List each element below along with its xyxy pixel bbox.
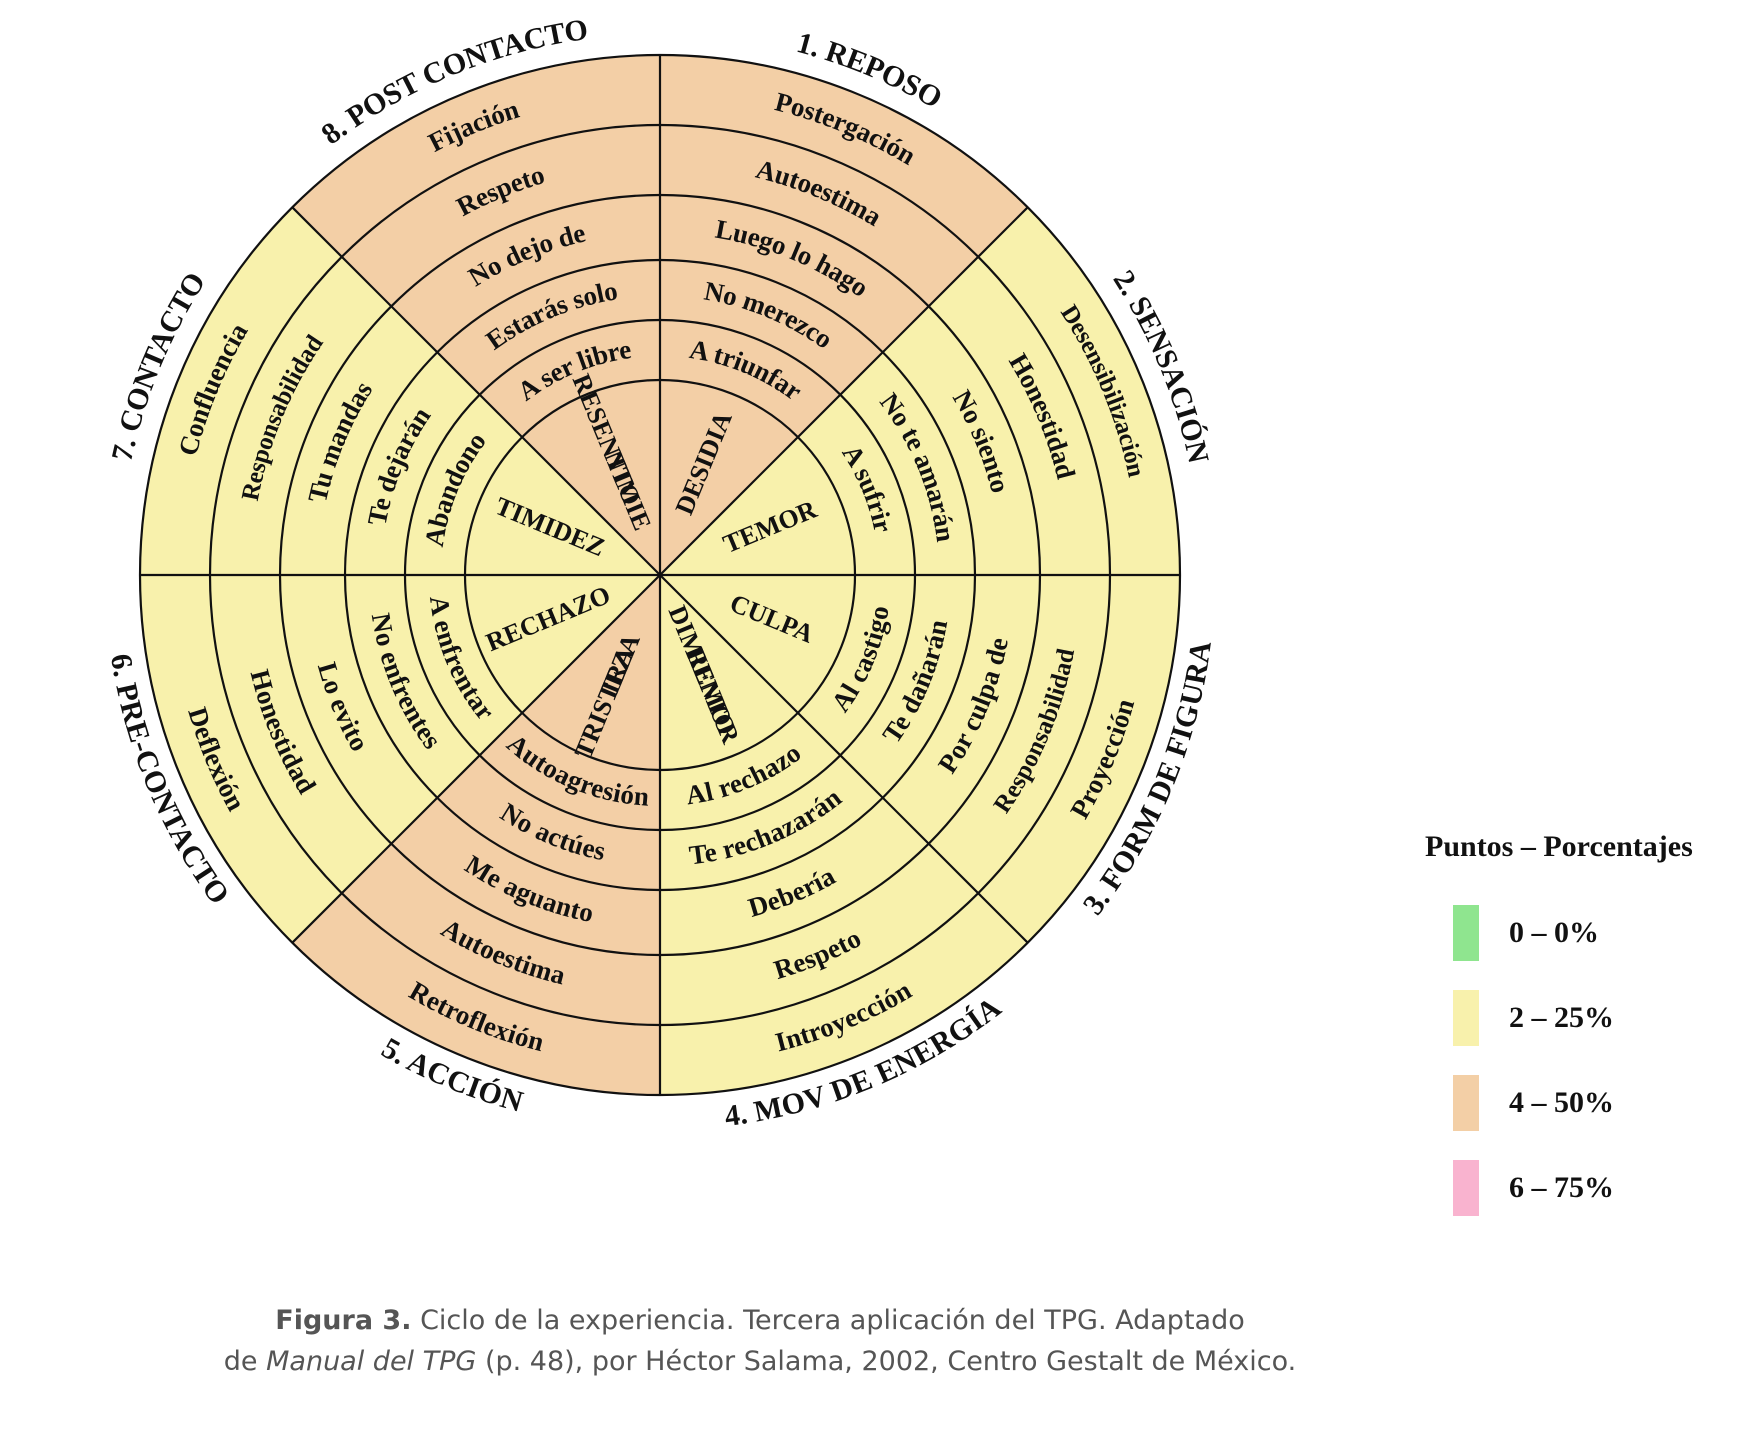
legend-swatch (1453, 1074, 1479, 1131)
sector-divider (291, 206, 661, 576)
legend-item: 2 – 25% (1425, 975, 1745, 1060)
sector-wedge (660, 575, 1180, 943)
caption-prefix: Figura 3. (275, 1305, 412, 1336)
sector-wedge (292, 575, 660, 1095)
figure-caption: Figura 3. Ciclo de la experiencia. Terce… (0, 1300, 1520, 1382)
legend-swatch (1453, 1159, 1479, 1216)
legend-item: 4 – 50% (1425, 1060, 1745, 1145)
legend-item: 6 – 75% (1425, 1145, 1745, 1230)
sector-divider (291, 574, 661, 944)
caption-text: Ciclo de la experiencia. Tercera aplicac… (420, 1305, 1245, 1336)
caption-line-1: Figura 3. Ciclo de la experiencia. Terce… (0, 1300, 1520, 1341)
caption-text: de (223, 1346, 258, 1377)
sector-wedge (660, 55, 1028, 575)
sector-divider (659, 574, 1029, 944)
sector-divider (659, 206, 1029, 576)
legend-swatch (1453, 989, 1479, 1046)
legend-label: 2 – 25% (1509, 1000, 1614, 1034)
sector-wedge (660, 575, 1028, 1095)
legend-label: 4 – 50% (1509, 1085, 1614, 1119)
caption-text: (p. 48), por Héctor Salama, 2002, Centro… (484, 1346, 1297, 1377)
sector-fills (140, 55, 1180, 1095)
sector-wedge (140, 207, 660, 575)
legend-swatch (1453, 904, 1479, 961)
legend-title: Puntos – Porcentajes (1425, 830, 1693, 863)
legend: Puntos – Porcentajes 0 – 0% 2 – 25% 4 – … (1425, 830, 1745, 1230)
sector-wedge (140, 575, 660, 943)
caption-line-2: de Manual del TPG (p. 48), por Héctor Sa… (0, 1341, 1520, 1382)
sector-wedge (292, 55, 660, 575)
ring-lines (138, 53, 1182, 1097)
legend-label: 0 – 0% (1509, 915, 1599, 949)
legend-item: 0 – 0% (1425, 890, 1745, 975)
legend-label: 6 – 75% (1509, 1170, 1614, 1204)
caption-book-title: Manual del TPG (266, 1346, 477, 1377)
sector-wedge (660, 207, 1180, 575)
